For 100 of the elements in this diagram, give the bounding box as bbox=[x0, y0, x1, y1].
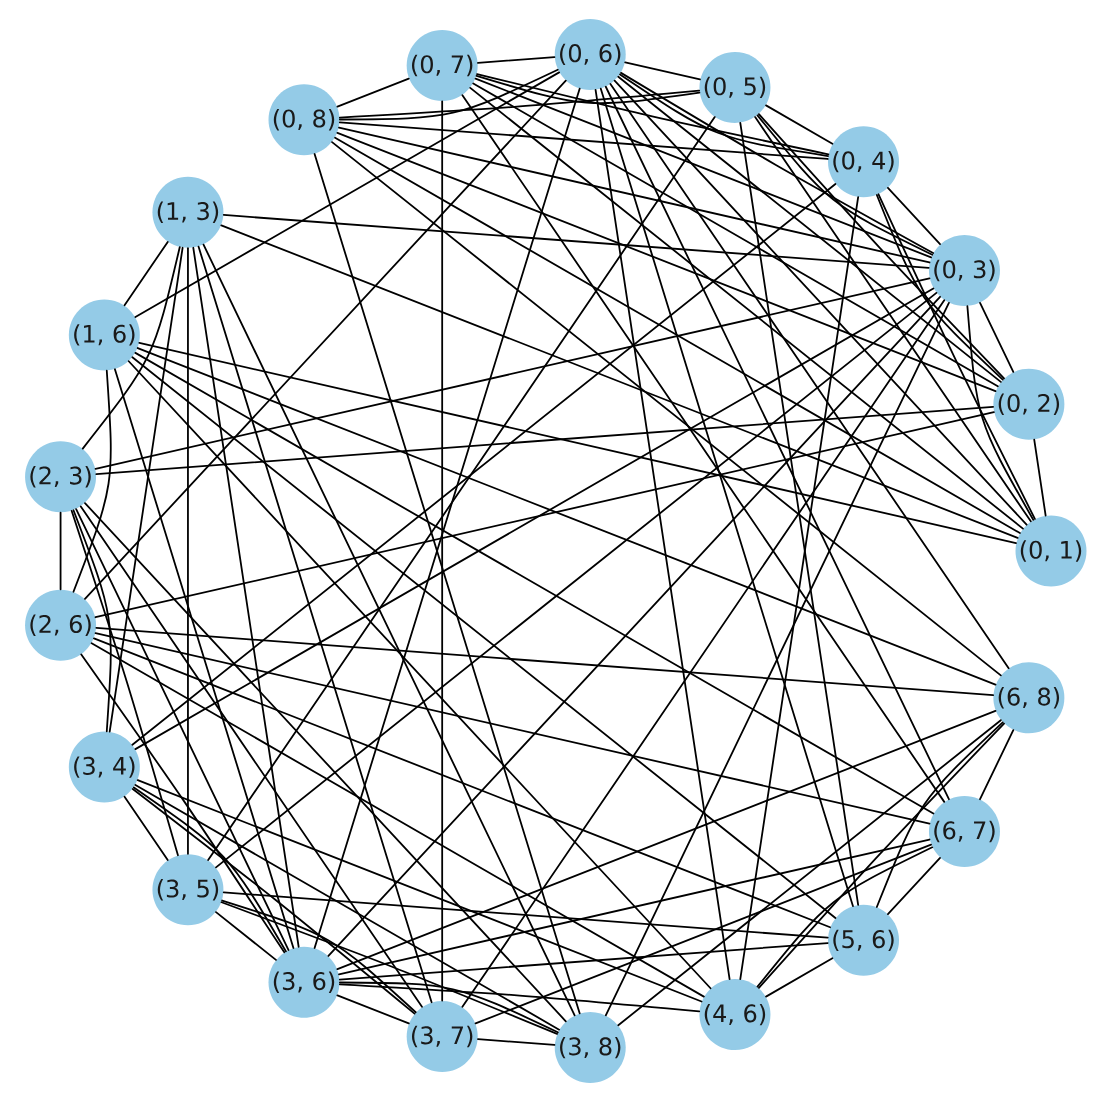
edge-line bbox=[127, 360, 712, 990]
edge-line bbox=[754, 116, 1032, 523]
edge-line bbox=[134, 287, 935, 750]
edge-line bbox=[134, 352, 935, 815]
edge-line bbox=[477, 56, 556, 64]
edge-line bbox=[93, 637, 831, 929]
edge-line bbox=[758, 722, 1005, 989]
edge-line bbox=[1033, 438, 1047, 517]
edge-line bbox=[477, 1038, 556, 1046]
edge-line bbox=[215, 911, 277, 961]
edge-line bbox=[765, 104, 834, 145]
edge-line bbox=[966, 305, 1035, 521]
edge-line bbox=[59, 511, 62, 591]
edge-line bbox=[197, 245, 433, 1004]
edge-line bbox=[327, 295, 941, 957]
edge-line bbox=[207, 116, 716, 861]
edge-line bbox=[131, 183, 837, 746]
edge-line bbox=[215, 291, 938, 869]
edge-line bbox=[90, 642, 705, 998]
edge-line bbox=[441, 100, 444, 1002]
edge-line bbox=[221, 899, 417, 1014]
edge-line bbox=[131, 356, 837, 919]
edge-line bbox=[94, 632, 931, 825]
edge-line bbox=[339, 68, 559, 121]
edge-line bbox=[461, 94, 946, 803]
edge-line bbox=[599, 87, 854, 907]
edge-line bbox=[70, 510, 179, 857]
edge-line bbox=[877, 193, 1036, 520]
edge-line bbox=[334, 136, 1021, 534]
edge-line bbox=[95, 627, 994, 696]
edge-line bbox=[336, 994, 410, 1025]
edge-line bbox=[339, 981, 559, 1034]
edge-line bbox=[202, 243, 576, 1017]
edge-line bbox=[338, 942, 829, 981]
edge-line bbox=[123, 795, 169, 861]
edge-line bbox=[979, 301, 1015, 373]
edge-line bbox=[336, 131, 997, 392]
edge-line bbox=[979, 729, 1015, 801]
edge-line bbox=[94, 277, 931, 470]
edge-line bbox=[617, 75, 1002, 383]
edge-line bbox=[739, 196, 860, 980]
edge-line bbox=[132, 786, 287, 953]
edge-line bbox=[758, 113, 1005, 380]
edge-line bbox=[476, 73, 830, 156]
edge-line bbox=[338, 121, 829, 160]
edge-line bbox=[220, 224, 1019, 539]
edge-line bbox=[765, 957, 834, 998]
edge-line bbox=[134, 784, 561, 1031]
edge-line bbox=[114, 368, 295, 949]
edge-line bbox=[613, 79, 1028, 526]
edge-line bbox=[79, 505, 423, 1008]
edge-line bbox=[136, 779, 703, 1003]
edge-line bbox=[331, 141, 1002, 677]
edge-line bbox=[94, 411, 995, 619]
edge-line bbox=[475, 74, 701, 105]
edge-line bbox=[338, 983, 701, 1013]
edge-line bbox=[624, 61, 701, 81]
edge-line bbox=[875, 721, 1004, 908]
edge-line bbox=[474, 843, 932, 1025]
edge-line bbox=[594, 89, 731, 980]
edge-line bbox=[609, 83, 1010, 670]
edge-line bbox=[84, 79, 567, 600]
edge-line bbox=[604, 85, 950, 801]
edge-line bbox=[136, 347, 997, 686]
edge-line bbox=[131, 788, 416, 1015]
edge-line bbox=[222, 891, 829, 939]
edge-line bbox=[472, 82, 999, 388]
edge-line bbox=[72, 369, 112, 593]
edge-line bbox=[887, 856, 941, 915]
edge-line bbox=[81, 246, 181, 450]
edge-line bbox=[617, 719, 1002, 1027]
edge-line bbox=[123, 241, 169, 307]
edge-line bbox=[80, 653, 286, 954]
edge-line bbox=[474, 77, 932, 259]
edge-line bbox=[72, 509, 112, 733]
edge-line bbox=[756, 846, 934, 988]
edge-line bbox=[134, 71, 561, 318]
edge-line bbox=[75, 508, 290, 951]
edge-line bbox=[619, 73, 829, 157]
edge-line bbox=[461, 299, 946, 1008]
edge-line bbox=[620, 71, 934, 254]
edge-line bbox=[84, 502, 567, 1023]
edge-line bbox=[222, 214, 930, 269]
edge-line bbox=[875, 194, 1004, 381]
edge-line bbox=[138, 342, 1017, 544]
edge-line bbox=[756, 114, 934, 256]
edge-line bbox=[338, 126, 931, 264]
edge-line bbox=[187, 247, 189, 855]
edge-line bbox=[336, 710, 997, 971]
edge-line bbox=[338, 838, 931, 976]
edge-line bbox=[469, 86, 1024, 530]
edge-line bbox=[336, 77, 410, 108]
edge-line bbox=[887, 187, 941, 246]
edge-line bbox=[338, 89, 701, 119]
edge-line bbox=[220, 901, 558, 1035]
edge-line bbox=[108, 246, 184, 733]
edge-line bbox=[739, 122, 860, 906]
edge-line bbox=[604, 301, 950, 1017]
edge-line bbox=[192, 246, 300, 948]
edge-line bbox=[95, 406, 994, 475]
